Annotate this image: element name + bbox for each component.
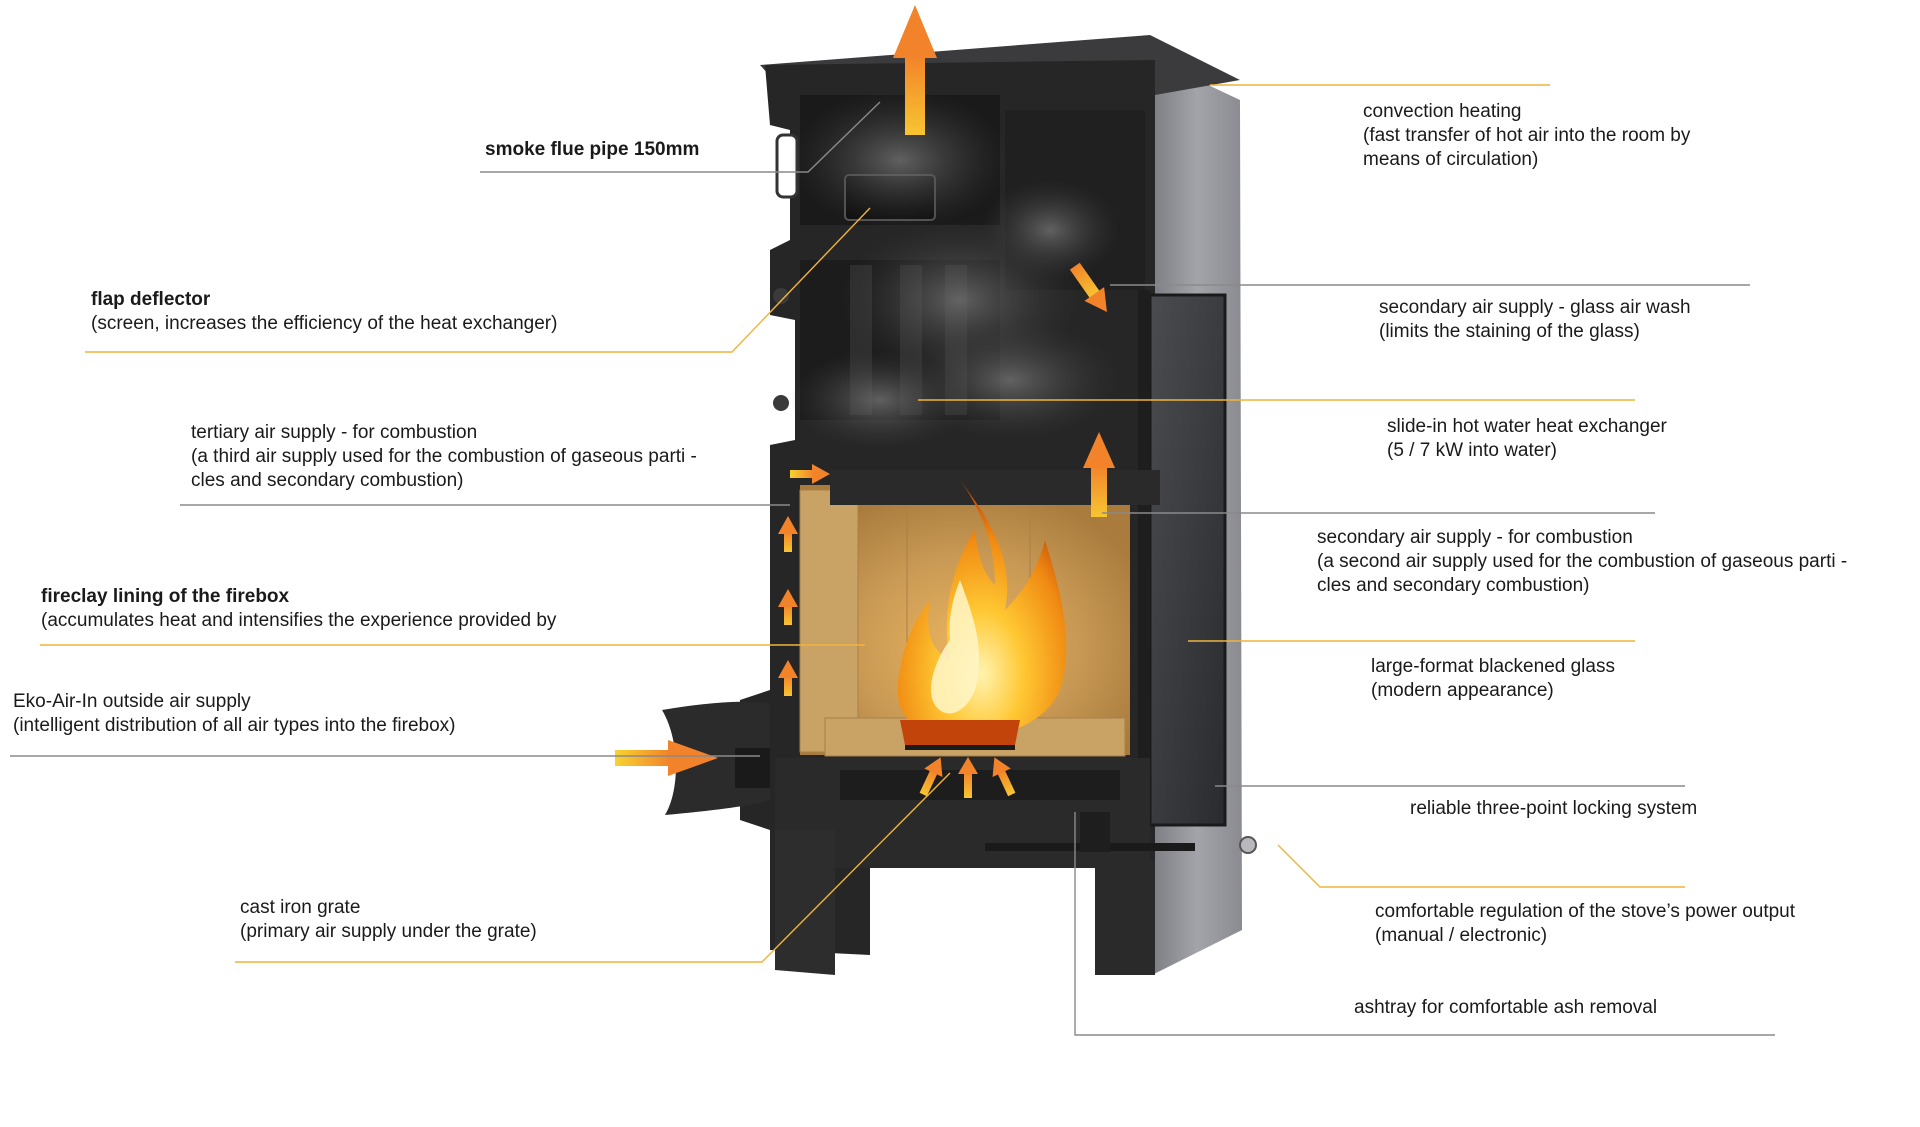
callout-power-regulation: comfortable regulation of the stove’s po… (1375, 900, 1795, 948)
callout-description: means of circulation) (1363, 149, 1539, 170)
callout-title: reliable three-point locking system (1410, 798, 1698, 819)
callout-description: (accumulates heat and intensifies the ex… (41, 610, 557, 631)
callout-description: (a second air supply used for the combus… (1317, 551, 1848, 572)
callout-title: tertiary air supply - for combustion (191, 422, 478, 443)
glass-wash-arrow (1069, 262, 1107, 313)
callout-description: cles and secondary combustion) (1317, 575, 1590, 596)
leader-power-regulation (1277, 844, 1685, 888)
fireclay-panel-left (799, 489, 859, 753)
callout-convection-heating: convection heating (fast transfer of hot… (1363, 100, 1690, 172)
knob-1 (773, 288, 789, 304)
callout-eko-air-in: Eko-Air-In outside air supply (intellige… (13, 690, 456, 738)
callout-description: (modern appearance) (1371, 680, 1554, 701)
callout-title: cast iron grate (240, 897, 361, 918)
callout-title: secondary air supply - glass air wash (1379, 297, 1691, 318)
grate-arrow-right (992, 757, 1016, 797)
callout-description: (primary air supply under the grate) (240, 921, 537, 942)
leader-cast-iron-grate (235, 772, 951, 963)
leader-lines (10, 84, 1775, 1036)
tertiary-arrow-top (790, 464, 830, 484)
leader-flap-deflector (85, 207, 871, 353)
callout-glass-air-wash: secondary air supply - glass air wash (l… (1379, 296, 1691, 344)
callout-title: flap deflector (91, 289, 211, 310)
callout-fireclay-lining: fireclay lining of the firebox (accumula… (41, 585, 556, 633)
tertiary-arrow-1 (778, 516, 798, 552)
callout-locking-system: reliable three-point locking system (1410, 797, 1697, 821)
eko-air-arrow (615, 740, 718, 776)
callout-title: slide-in hot water heat exchanger (1387, 416, 1667, 437)
callout-title: smoke flue pipe 150mm (485, 139, 700, 160)
glass-door-frame (1138, 290, 1150, 830)
callout-cast-iron-grate: cast iron grate (primary air supply unde… (240, 896, 537, 944)
callout-description: (manual / electronic) (1375, 925, 1548, 946)
firebox-ceiling-baffle (830, 470, 1160, 505)
callout-title: fireclay lining of the firebox (41, 586, 290, 607)
flame (897, 480, 1067, 745)
callout-description: (screen, increases the efficiency of the… (91, 313, 558, 334)
callout-description: cles and secondary combustion) (191, 470, 464, 491)
exhaust-arrow (893, 5, 937, 135)
power-regulation-knob (1239, 836, 1257, 854)
callout-description: (a third air supply used for the combust… (191, 446, 697, 467)
callout-title: convection heating (1363, 101, 1522, 122)
stove-base (775, 758, 1257, 975)
callout-title: secondary air supply - for combustion (1317, 527, 1633, 548)
callout-description: (5 / 7 kW into water) (1387, 440, 1557, 461)
callout-title: comfortable regulation of the stove’s po… (1375, 901, 1796, 922)
callout-flap-deflector: flap deflector (screen, increases the ef… (91, 288, 557, 336)
callout-heat-exchanger: slide-in hot water heat exchanger (5 / 7… (1387, 415, 1667, 463)
firebox-up-arrow (1083, 432, 1115, 517)
callout-title: large-format blackened glass (1371, 656, 1615, 677)
callout-tertiary-air: tertiary air supply - for combustion (a … (191, 421, 697, 493)
tertiary-arrow-2 (778, 589, 798, 625)
callout-secondary-air: secondary air supply - for combustion (a… (1317, 526, 1847, 598)
callout-description: (limits the staining of the glass) (1379, 321, 1640, 342)
smoke (790, 90, 1120, 450)
callout-title: Eko-Air-In outside air supply (13, 691, 251, 712)
leader-ashtray (1074, 812, 1775, 1036)
leader-smoke-flue (480, 101, 881, 173)
callout-title: ashtray for comfortable ash removal (1354, 997, 1658, 1018)
glass-door (1148, 293, 1227, 827)
callout-smoke-flue-pipe: smoke flue pipe 150mm (485, 138, 699, 162)
grate-arrow-left (919, 757, 943, 797)
tertiary-arrow-3 (778, 660, 798, 696)
callout-blackened-glass: large-format blackened glass (modern app… (1371, 655, 1615, 703)
callout-ashtray: ashtray for comfortable ash removal (1354, 996, 1657, 1020)
grate-arrow-center (958, 757, 978, 798)
callout-description: (fast transfer of hot air into the room … (1363, 125, 1691, 146)
knob-2 (773, 395, 789, 411)
air-flow-arrows (615, 5, 1115, 798)
callout-description: (intelligent distribution of all air typ… (13, 715, 456, 736)
